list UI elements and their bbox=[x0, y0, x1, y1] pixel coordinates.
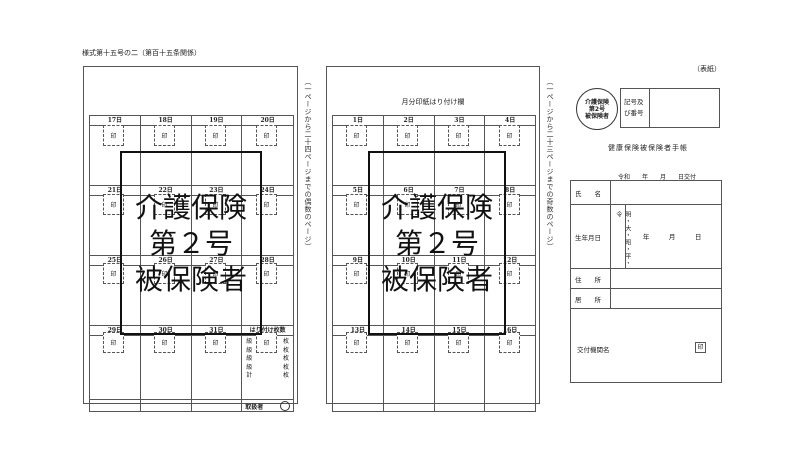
stamp-box[interactable]: 印 bbox=[397, 194, 418, 215]
birth-label: 生年月日 bbox=[570, 204, 611, 269]
name-field[interactable] bbox=[609, 180, 723, 205]
day-header: 20日 bbox=[241, 115, 294, 126]
stamp-box[interactable]: 印 bbox=[397, 332, 418, 353]
stamp-box[interactable]: 印 bbox=[499, 332, 520, 353]
stamp-box[interactable]: 印 bbox=[154, 194, 175, 215]
stamp-box[interactable]: 印 bbox=[103, 263, 124, 284]
handler-seal-icon bbox=[280, 401, 290, 411]
stamp-box[interactable]: 印 bbox=[499, 125, 520, 146]
day-header: 2日 bbox=[382, 115, 435, 126]
stamp-cell[interactable] bbox=[484, 195, 536, 256]
birth-ymd: 年 月 日 bbox=[642, 233, 702, 241]
stamp-box[interactable]: 印 bbox=[103, 332, 124, 353]
grade-list: 級 級 級 級 計 bbox=[246, 338, 253, 379]
stamp-box[interactable]: 印 bbox=[448, 332, 469, 353]
form-title: 様式第十五号の二（第百十五条関係） bbox=[82, 49, 201, 57]
stamp-box[interactable]: 印 bbox=[346, 194, 367, 215]
era-options[interactable]: 明・大・昭・平・令 bbox=[614, 211, 631, 267]
kaigo-seal-icon: 介護保険 第2号 被保険者 bbox=[576, 88, 618, 130]
handler-label: 取扱者 bbox=[245, 404, 264, 411]
middle-page-note: （一ページから二十三ページまでの奇数のページ） bbox=[546, 78, 554, 251]
stamp-box[interactable]: 印 bbox=[256, 332, 277, 353]
day-header: 17日 bbox=[89, 115, 141, 126]
kaigo-overlay-left: 介護保険 第２号 被保険者 bbox=[120, 151, 262, 335]
day-header: 3日 bbox=[433, 115, 486, 126]
stamp-box[interactable]: 印 bbox=[154, 263, 175, 284]
birth-field[interactable]: 明・大・昭・平・令 年 月 日 bbox=[609, 204, 723, 269]
stamp-box[interactable]: 印 bbox=[205, 263, 226, 284]
stamp-box[interactable]: 印 bbox=[205, 332, 226, 353]
stamp-box[interactable]: 印 bbox=[103, 125, 124, 146]
stamp-box[interactable]: 印 bbox=[397, 263, 418, 284]
count-list: 枚 枚 枚 枚 枚 bbox=[282, 338, 289, 379]
day-header: 19日 bbox=[190, 115, 243, 126]
cover-label: （表紙） bbox=[693, 65, 721, 73]
address-label: 住 所 bbox=[570, 268, 611, 289]
stamp-box[interactable]: 印 bbox=[448, 125, 469, 146]
issuer-seal-icon: 印 bbox=[695, 342, 706, 353]
day-header: 18日 bbox=[139, 115, 192, 126]
issuer-label: 交付機関名 bbox=[577, 346, 610, 354]
stamp-box[interactable]: 印 bbox=[205, 194, 226, 215]
stamp-box[interactable]: 印 bbox=[154, 125, 175, 146]
left-page-note: （一ページから二十四ページまでの偶数のページ） bbox=[304, 78, 312, 251]
stamp-box[interactable]: 印 bbox=[448, 263, 469, 284]
stamp-box[interactable]: 印 bbox=[346, 263, 367, 284]
handler-cell: 取扱者 bbox=[241, 399, 294, 412]
residence-label: 居 所 bbox=[570, 288, 611, 309]
day-header: 1日 bbox=[332, 115, 384, 126]
stamp-box[interactable]: 印 bbox=[448, 194, 469, 215]
stamp-box[interactable]: 印 bbox=[346, 332, 367, 353]
stamp-box[interactable]: 印 bbox=[205, 125, 226, 146]
name-label: 氏 名 bbox=[570, 180, 611, 205]
residence-field[interactable] bbox=[609, 288, 723, 309]
left-page: 17日 18日 19日 20日 21日 22日 23日 24日 25日 26日 … bbox=[83, 66, 298, 412]
stamp-section-heading: 月分印紙はり付け欄 bbox=[401, 98, 465, 106]
stamp-box[interactable]: 印 bbox=[346, 125, 367, 146]
day-header: 4日 bbox=[484, 115, 536, 126]
techo-title: 健康保険被保険者手帳 bbox=[608, 144, 688, 152]
address-field[interactable] bbox=[609, 268, 723, 289]
kigou-box[interactable]: 記号及び番号 bbox=[620, 88, 720, 128]
stamp-box[interactable]: 印 bbox=[256, 125, 277, 146]
issue-date: 令和 年 月 日交付 bbox=[618, 174, 697, 181]
stamp-box[interactable]: 印 bbox=[103, 194, 124, 215]
stamp-box[interactable]: 印 bbox=[154, 332, 175, 353]
kaigo-overlay-middle: 介護保険 第２号 被保険者 bbox=[368, 151, 506, 335]
kigou-label: 記号及び番号 bbox=[624, 98, 644, 117]
insured-info-table: 氏 名 生年月日 明・大・昭・平・令 年 月 日 住 所 居 所 交付機関名 印 bbox=[570, 180, 723, 383]
stamp-box[interactable]: 印 bbox=[397, 125, 418, 146]
issuer-cell[interactable]: 交付機関名 印 bbox=[570, 308, 722, 383]
